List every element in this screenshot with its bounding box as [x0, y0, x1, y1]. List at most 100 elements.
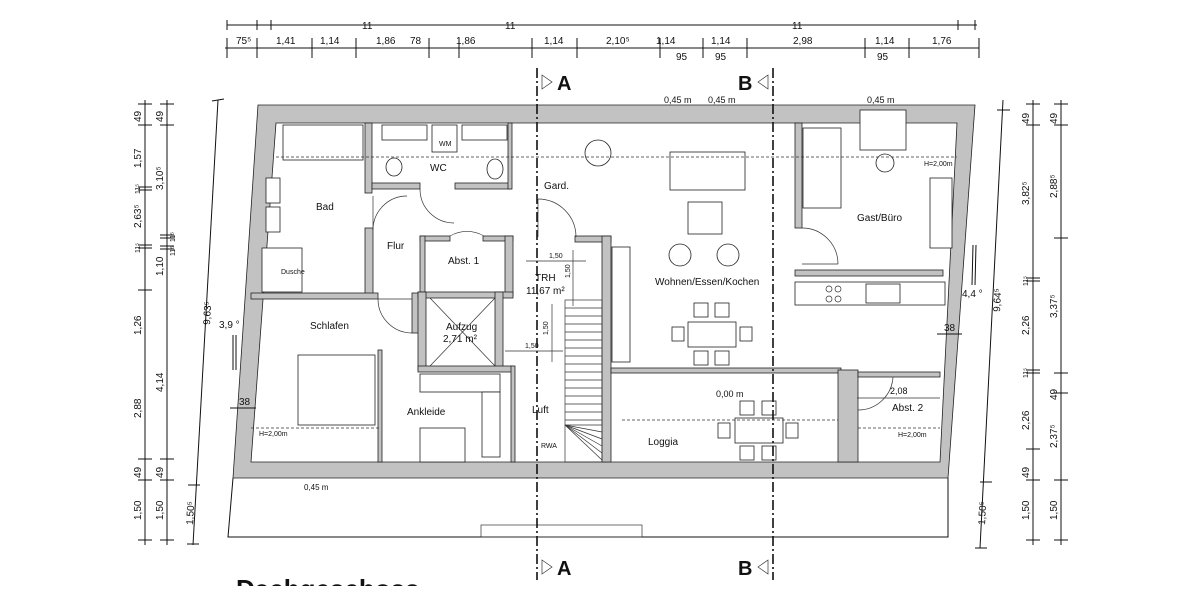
- section-marker-a-bottom: A: [541, 558, 571, 580]
- room-dusche: Dusche: [281, 269, 305, 276]
- aufzug-area: 2,71 m²: [443, 334, 478, 345]
- dim-label: 1,14: [544, 36, 564, 47]
- room-abst-2: Abst. 2: [892, 403, 924, 414]
- room-labels: Bad WC WM Gard. Flur Abst. 1 Dusche TRH …: [281, 141, 924, 450]
- dim-label: 11: [792, 21, 803, 32]
- stair-step: [564, 424, 603, 454]
- dim-label: 11⁵: [135, 243, 142, 253]
- dim-label: 2,63⁵: [133, 204, 144, 228]
- dim-label: 2,88: [133, 398, 144, 418]
- loggia-level: 0,00 m: [716, 389, 744, 399]
- dim-label: 1,14: [320, 36, 340, 47]
- room-rwa: RWA: [541, 443, 557, 450]
- dim-label: 9,64⁵: [992, 288, 1004, 312]
- window-height-bottom: 0,45 m: [304, 483, 329, 492]
- dim-label: 1,50: [1049, 500, 1060, 520]
- dim-label: 4,14: [155, 372, 166, 392]
- dim-label: 11⁵: [170, 232, 177, 242]
- room-wm: WM: [439, 141, 452, 148]
- dim-label: 1,50: [155, 500, 166, 520]
- dim-label: 11⁵: [170, 246, 177, 256]
- dim-label: 3,37⁵: [1049, 294, 1060, 318]
- section-marker-b-bottom: B: [738, 558, 769, 580]
- window-height-top-1: 0,45 m: [664, 95, 692, 105]
- ceiling-height-gast: H=2,00m: [924, 161, 953, 168]
- dim-label: 49: [1021, 112, 1032, 124]
- roof-window: [480, 524, 643, 538]
- dim-label: 1,10: [155, 256, 166, 276]
- lift-height: 1,50: [543, 321, 550, 335]
- wall-thickness-label: 38: [239, 397, 251, 408]
- dim-label: 11⁵: [1023, 276, 1030, 286]
- dim-label: 2,88⁵: [1049, 174, 1060, 198]
- dim-label: 1,50: [133, 500, 144, 520]
- ceiling-height-abst-2: H=2,00m: [898, 432, 927, 439]
- lift-width: 1,50: [525, 343, 539, 350]
- room-bad: Bad: [316, 202, 334, 213]
- bathtub: [282, 124, 364, 161]
- dim-label: 49: [155, 466, 166, 478]
- dim-label: 49: [133, 466, 144, 478]
- wardrobe: [929, 177, 953, 249]
- dim-label: 1,57: [133, 148, 144, 168]
- section-marker-a-top: A: [541, 73, 571, 95]
- angle-label: 4,4 °: [962, 289, 983, 300]
- dim-label: 1,76: [932, 36, 952, 47]
- dim-label: 49: [1021, 466, 1032, 478]
- dining-table: [687, 321, 737, 348]
- dim-label: 9,63⁵: [202, 301, 214, 325]
- dim-label: 2,10⁵: [606, 36, 630, 47]
- window-height-top-2: 0,45 m: [708, 95, 736, 105]
- dim-label: 3,10⁵: [155, 166, 166, 190]
- dim-label: 49: [1049, 112, 1060, 124]
- trh-height: 1,50: [565, 264, 572, 278]
- plan-title-text: Dachgeschoss: [236, 574, 420, 600]
- section-label-a: A: [557, 73, 571, 95]
- dim-label: 2,37⁵: [1049, 424, 1060, 448]
- room-schlafen: Schlafen: [310, 321, 349, 332]
- dim-label: 49: [1049, 388, 1060, 400]
- right-dimensions: 493,82⁵11⁵2,2611⁵2,26491,50492,88⁵3,37⁵4…: [962, 99, 1068, 549]
- dim-label: 1,86: [456, 36, 476, 47]
- ceiling-height-schlafen: H=2,00m: [259, 431, 288, 438]
- dim-label: 49: [133, 110, 144, 122]
- dim-label: 1,14: [711, 36, 731, 47]
- dim-label: 1,86: [376, 36, 396, 47]
- room-flur: Flur: [387, 241, 405, 252]
- dim-label: 1,50: [1021, 500, 1032, 520]
- room-aufzug: Aufzug: [446, 322, 477, 333]
- abst-2-width: 2,08: [890, 386, 908, 396]
- dim-label: 1,26: [133, 315, 144, 335]
- room-wohnen-essen-kochen: Wohnen/Essen/Kochen: [655, 277, 759, 288]
- interior-walls: [250, 122, 944, 463]
- sideboard: [611, 246, 631, 363]
- room-trh: TRH: [535, 273, 556, 284]
- dim-label: 1,14: [656, 36, 676, 47]
- annotations: 1,50 1,50 1,50 1,50 H=2,00m H=2,00m H=2,…: [230, 95, 962, 492]
- stair-step: [564, 424, 603, 440]
- dim-label: 78: [410, 36, 422, 47]
- dim-label: 95: [715, 52, 727, 63]
- stair-step: [564, 424, 603, 447]
- furniture: [251, 109, 957, 463]
- sink: [865, 283, 901, 304]
- dim-label: 95: [676, 52, 688, 63]
- room-loggia: Loggia: [648, 437, 678, 448]
- dim-label: 95: [877, 52, 889, 63]
- dim-label: 49: [155, 110, 166, 122]
- doors: [372, 188, 894, 411]
- dim-label: 75⁵: [236, 36, 251, 47]
- dim-label: 1,41: [276, 36, 296, 47]
- room-ankleide: Ankleide: [407, 407, 446, 418]
- room-gast-buero: Gast/Büro: [857, 213, 902, 224]
- dim-label: 2,26: [1021, 410, 1032, 430]
- top-dimension-chain: 75⁵ 1,41 1,14 1,86 78 1,86 1,14 2,10⁵ 1,…: [225, 36, 980, 63]
- dim-label: 3,82⁵: [1021, 181, 1032, 205]
- section-label-b: B: [738, 73, 752, 95]
- sofa: [669, 151, 746, 191]
- guest-bed: [802, 127, 842, 209]
- bed: [297, 354, 376, 426]
- coffee-table: [687, 201, 723, 235]
- window-height-top-3: 0,45 m: [867, 95, 895, 105]
